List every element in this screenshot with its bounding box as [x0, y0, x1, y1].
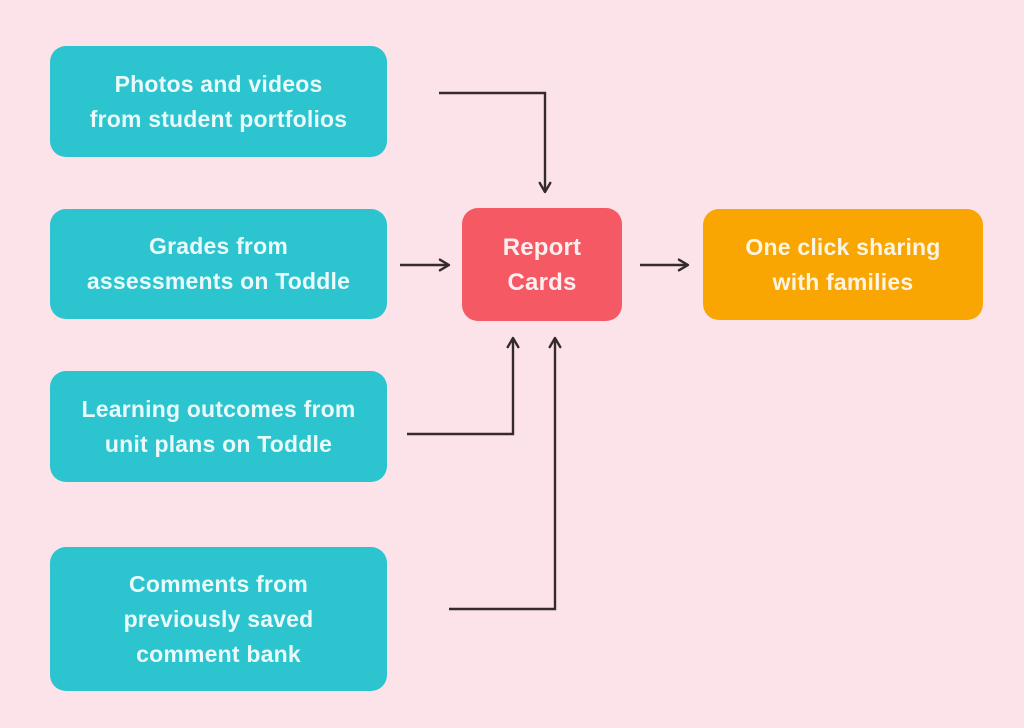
- node-label-line: from student portfolios: [89, 105, 348, 132]
- node-grades-assessments: Grades from assessments on Toddle: [50, 209, 387, 319]
- node-label-line: Comments from: [129, 570, 308, 597]
- node-label-line: Report: [502, 233, 582, 261]
- node-label-line: unit plans on Toddle: [104, 430, 333, 457]
- node-label-line: comment bank: [136, 640, 301, 667]
- node-report-cards: Report Cards: [462, 208, 622, 321]
- node-label-line: One click sharing: [745, 233, 941, 260]
- edge-comments-to-report-arrow: [449, 336, 562, 611]
- node-comment-bank: Comments from previously saved comment b…: [50, 547, 387, 691]
- node-one-click-sharing: One click sharing with families: [703, 209, 983, 320]
- node-label-line: Grades from: [149, 233, 288, 259]
- node-learning-outcomes: Learning outcomes from unit plans on Tod…: [50, 371, 387, 482]
- node-label-line: Photos and videos: [114, 70, 323, 97]
- node-label-line: assessments on Toddle: [86, 268, 351, 294]
- node-label-line: Learning outcomes from: [81, 395, 356, 422]
- node-photos-videos: Photos and videos from student portfolio…: [50, 46, 387, 157]
- node-label-line: Cards: [507, 268, 577, 296]
- edge-photos-to-report-arrow: [439, 91, 552, 194]
- node-label-line: previously saved: [123, 605, 314, 632]
- edge-outcomes-to-report-arrow: [407, 336, 520, 436]
- node-label-line: with families: [772, 268, 914, 295]
